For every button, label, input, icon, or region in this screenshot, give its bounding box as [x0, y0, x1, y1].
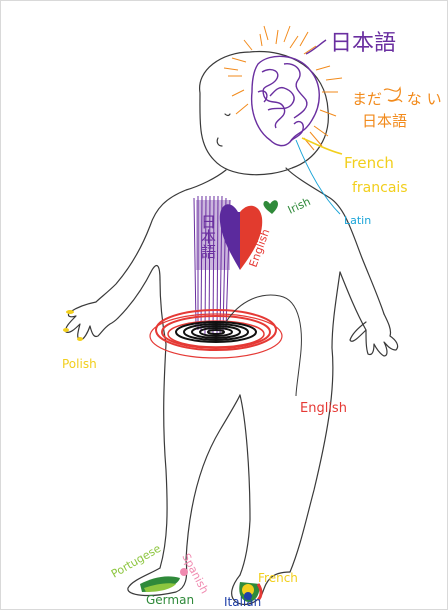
label-nihongo-chest: 日本語 — [199, 214, 217, 259]
label-french-foot: French — [258, 571, 298, 585]
label-italian: Italian — [224, 595, 261, 609]
label-french-head: French — [344, 154, 394, 172]
label-english-hip: English — [300, 401, 347, 416]
label-nihongo-head: 日本語 — [330, 31, 396, 56]
label-mada-a: まだ — [352, 90, 382, 108]
label-mada-na: な — [407, 90, 422, 108]
label-mada-i: い — [427, 90, 442, 108]
label-francais: francais — [352, 180, 408, 196]
label-german: German — [146, 593, 194, 607]
label-latin: Latin — [344, 214, 371, 227]
label-mada-line2: 日本語 — [362, 112, 407, 130]
label-polish: Polish — [62, 357, 97, 371]
